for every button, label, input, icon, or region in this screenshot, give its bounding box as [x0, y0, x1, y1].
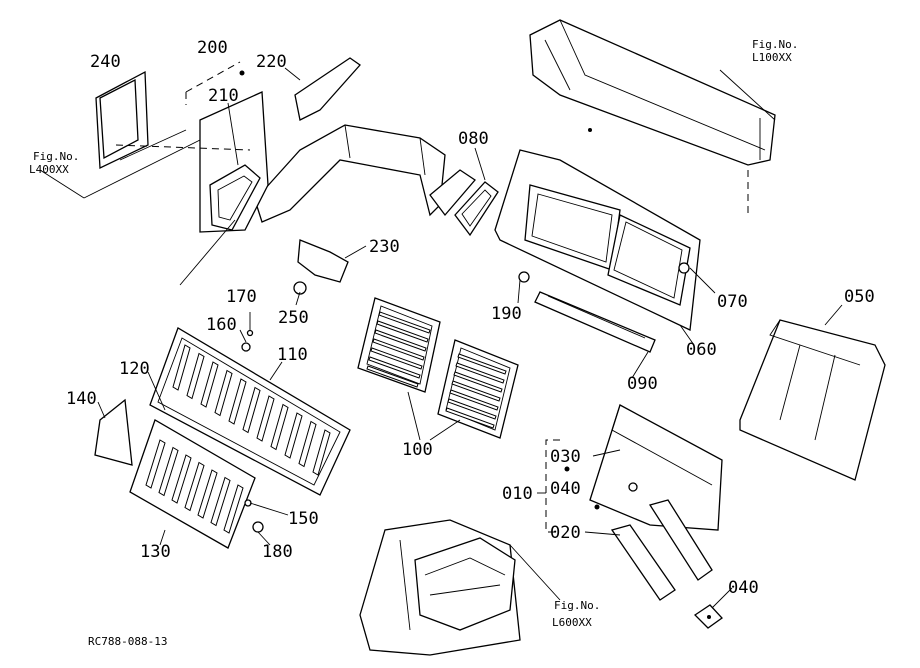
plate-130-slots-slot: [210, 476, 231, 527]
callout-090: 090: [627, 374, 658, 394]
panel-110-slots-slot: [270, 403, 289, 451]
ref-l100-line2: L100XX: [752, 51, 792, 64]
callout-010: 010: [502, 484, 533, 504]
bracket-230: [179, 219, 349, 295]
callout-040-upper: 040: [550, 479, 581, 499]
callout-180: 180: [262, 542, 293, 562]
grille-right-louvers-slot: [447, 398, 497, 420]
duct-050: [739, 319, 886, 481]
ref-l600-line2: L600XX: [552, 616, 592, 629]
callout-050: 050: [844, 287, 875, 307]
ref-l400-line2: L400XX: [29, 163, 69, 176]
callout-110: 110: [277, 345, 308, 365]
callout-190: 190: [491, 304, 522, 324]
part-240-box: [83, 70, 251, 199]
upper-duct: [254, 57, 476, 223]
plate-130-slots: [145, 439, 244, 534]
callout-240: 240: [90, 52, 121, 72]
callout-170: 170: [226, 287, 257, 307]
pad-140: [94, 398, 133, 466]
grille-right-louvers-slot: [453, 371, 503, 393]
callout-250: 250: [278, 308, 309, 328]
panel-110-slots-slot: [242, 386, 261, 434]
callout-080: 080: [458, 129, 489, 149]
plate-130-slots-slot: [171, 454, 192, 504]
grille-left-louvers-slot: [374, 329, 427, 352]
callout-020: 020: [550, 523, 581, 543]
duct-030: [589, 404, 723, 531]
grille-right-louvers: [445, 353, 507, 429]
filter-frame: [185, 61, 269, 233]
grille-left-louvers: [366, 311, 431, 388]
plate-130-slots-slot: [223, 484, 244, 534]
blower-unit: [359, 519, 521, 656]
grille-right-louvers-slot: [449, 389, 499, 411]
callout-120: 120: [119, 359, 150, 379]
grille-right: [437, 339, 519, 439]
grille-left-louvers-slot: [378, 311, 431, 334]
grille-right-louvers-slot: [457, 353, 507, 375]
cab-roof-panel: [529, 19, 776, 215]
callout-220: 220: [256, 52, 287, 72]
grille-right-louvers-slot: [445, 407, 495, 429]
grille-left-louvers-slot: [372, 338, 425, 361]
panel-110-slots: [172, 344, 331, 476]
callout-140: 140: [66, 389, 97, 409]
grille-left-louvers-slot: [370, 347, 423, 370]
main-housing: [494, 149, 701, 331]
group-010-bracket: [545, 439, 560, 533]
callout-040-lower: 040: [728, 578, 759, 598]
callout-060: 060: [686, 340, 717, 360]
callout-230: 230: [369, 237, 400, 257]
ref-l400-line1: Fig.No.: [33, 150, 79, 163]
leader-lines: [39, 67, 843, 609]
diagram-code: RC788-088-13: [88, 635, 167, 648]
hardware-150-180: [244, 262, 690, 533]
grille-left-louvers-slot: [368, 356, 421, 379]
bar-090: [534, 291, 656, 353]
panel-110-slots-slot: [200, 361, 219, 408]
callout-210: 210: [208, 86, 239, 106]
callout-200: 200: [197, 38, 228, 58]
panel-110-slots-slot: [214, 369, 233, 417]
panel-110-slots-slot: [284, 412, 303, 459]
callout-160: 160: [206, 315, 237, 335]
panel-110-slots-slot: [172, 344, 191, 391]
plate-130-slots-slot: [158, 446, 179, 497]
plate-130-slots-slot: [184, 461, 205, 512]
hardware-170-160: [241, 329, 254, 352]
panel-110-slots-slot: [298, 420, 317, 468]
callout-030: 030: [550, 447, 581, 467]
ref-l600-line1: Fig.No.: [554, 599, 600, 612]
callout-070: 070: [717, 292, 748, 312]
grille-left-louvers-slot: [366, 365, 419, 388]
filter-080: [454, 181, 499, 237]
gasket-020: [610, 499, 713, 601]
grille-left-louvers-slot: [376, 320, 429, 343]
clip-040: [693, 604, 723, 629]
panel-110-slots-slot: [228, 378, 247, 425]
panel-110-slots-slot: [186, 352, 205, 400]
grille-right-louvers-slot: [451, 380, 501, 402]
grille-right-louvers-slot: [455, 362, 505, 384]
plate-130-slots-slot: [197, 469, 218, 519]
plate-130-slots-slot: [145, 439, 166, 489]
callout-150: 150: [288, 509, 319, 529]
callout-100: 100: [402, 440, 433, 460]
panel-110-slots-slot: [312, 429, 331, 476]
panel-110-slots-slot: [256, 395, 275, 442]
ref-l100-line1: Fig.No.: [752, 38, 798, 51]
callout-130: 130: [140, 542, 171, 562]
